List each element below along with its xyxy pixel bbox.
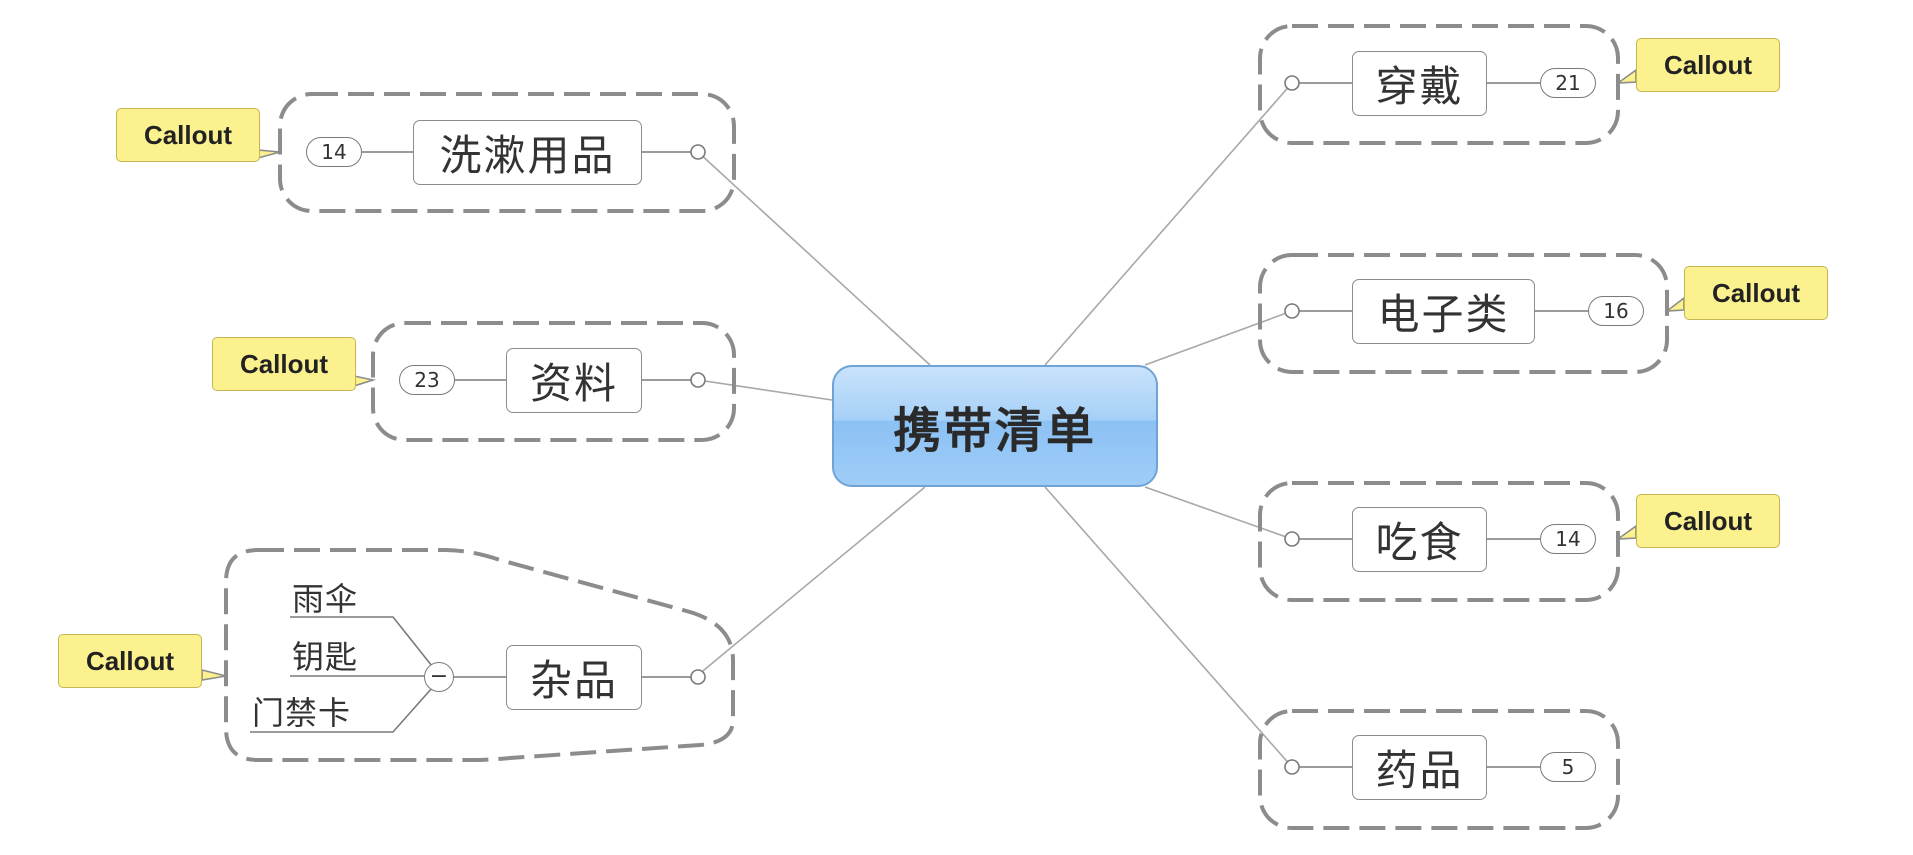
- connection-dots: [690, 75, 1300, 775]
- line-child-3: [250, 687, 433, 733]
- connectors: [697, 82, 1293, 768]
- topic-medicine[interactable]: 药品: [1352, 735, 1487, 800]
- connector-clothing: [1044, 82, 1293, 366]
- pointer-misc: [201, 668, 227, 681]
- callout-misc[interactable]: Callout: [58, 634, 202, 688]
- callout-clothing[interactable]: Callout: [1636, 38, 1780, 92]
- pointer-clothing: [1615, 68, 1637, 84]
- toiletries-count-badge[interactable]: 14: [306, 137, 362, 167]
- subtopic-keys[interactable]: 钥匙: [292, 638, 359, 676]
- dot-toiletries: [690, 144, 706, 160]
- dot-documents: [690, 372, 706, 388]
- topic-misc[interactable]: 杂品: [506, 645, 642, 710]
- dot-medicine: [1284, 759, 1300, 775]
- boundary-food: [1258, 481, 1620, 602]
- dot-electronics: [1284, 303, 1300, 319]
- boundary-medicine: [1258, 709, 1620, 830]
- topic-electronics[interactable]: 电子类: [1352, 279, 1535, 344]
- medicine-count-badge[interactable]: 5: [1540, 752, 1596, 782]
- connector-toiletries: [697, 151, 931, 366]
- callout-documents[interactable]: Callout: [212, 337, 356, 391]
- boundary-misc: [224, 548, 735, 762]
- dot-clothing: [1284, 75, 1300, 91]
- callout-pointers: [201, 68, 1685, 681]
- connector-medicine: [1044, 486, 1293, 768]
- boundaries: [224, 24, 1669, 830]
- subtopic-access-card[interactable]: 门禁卡: [252, 694, 352, 732]
- connector-misc: [697, 486, 926, 676]
- connector-documents: [697, 379, 833, 401]
- callout-toiletries[interactable]: Callout: [116, 108, 260, 162]
- collapse-toggle[interactable]: −: [424, 662, 454, 692]
- topic-food[interactable]: 吃食: [1352, 507, 1487, 572]
- food-count-badge[interactable]: 14: [1540, 524, 1596, 554]
- boundary-electronics: [1258, 253, 1669, 374]
- boundary-documents: [371, 321, 736, 442]
- pointer-electronics: [1664, 296, 1685, 312]
- dot-food: [1284, 531, 1300, 547]
- pointer-food: [1615, 524, 1637, 540]
- central-topic[interactable]: 携带清单: [832, 365, 1158, 487]
- documents-count-badge[interactable]: 23: [399, 365, 455, 395]
- branch-lines: [250, 82, 1588, 768]
- topic-toiletries[interactable]: 洗漱用品: [413, 120, 642, 185]
- pointer-toiletries: [257, 149, 281, 160]
- topic-clothing[interactable]: 穿戴: [1352, 51, 1487, 116]
- callout-electronics[interactable]: Callout: [1684, 266, 1828, 320]
- boundary-clothing: [1258, 24, 1620, 145]
- line-child-1: [290, 616, 433, 667]
- electronics-count-badge[interactable]: 16: [1588, 296, 1644, 326]
- connector-food: [1144, 486, 1293, 540]
- dot-misc: [690, 669, 706, 685]
- subtopic-umbrella[interactable]: 雨伞: [292, 580, 359, 618]
- pointer-documents: [353, 375, 377, 388]
- topic-documents[interactable]: 资料: [506, 348, 642, 413]
- clothing-count-badge[interactable]: 21: [1540, 68, 1596, 98]
- connector-electronics: [1144, 310, 1293, 366]
- callout-food[interactable]: Callout: [1636, 494, 1780, 548]
